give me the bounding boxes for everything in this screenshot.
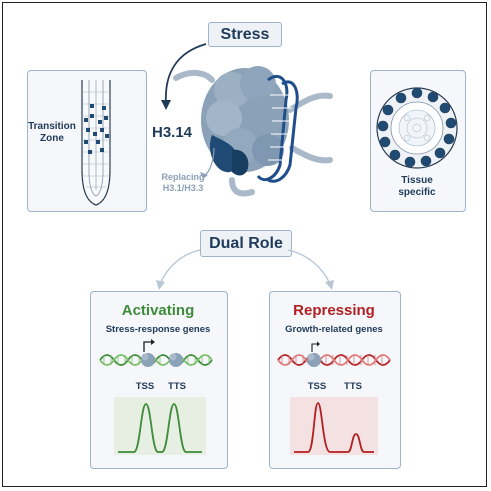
repressing-dna-strand-icon xyxy=(277,353,391,367)
signal-peak-icon xyxy=(118,403,202,453)
stress-label-box: Stress xyxy=(208,22,282,47)
diverging-arrows xyxy=(159,249,331,285)
activating-subtitle: Stress-response genes xyxy=(105,324,211,335)
activating-tss-label: TSS xyxy=(135,381,155,392)
repressing-title: Repressing xyxy=(293,302,375,319)
h3-14-label: H3.14 xyxy=(152,124,193,141)
tissue-cross-section-icon xyxy=(376,87,458,169)
repressing-signal-track xyxy=(290,397,378,455)
repressing-tts-label: TTS xyxy=(344,381,362,392)
activating-signal-track xyxy=(114,397,206,455)
replacing-label: Replacing H3.1/H3.3 xyxy=(161,172,205,193)
dna-strand-icon xyxy=(99,353,213,367)
activating-tts-label: TTS xyxy=(168,381,186,392)
stress-label: Stress xyxy=(220,25,270,43)
repressing-tss-flag-icon xyxy=(311,341,320,352)
transition-zone-label: Transition Zone xyxy=(28,121,76,144)
dual-role-label: Dual Role xyxy=(209,234,283,252)
curved-arrow-icon xyxy=(161,43,207,110)
repressing-signal-peak-icon xyxy=(294,402,374,453)
activating-title: Activating xyxy=(121,302,195,319)
repressing-subtitle: Growth-related genes xyxy=(285,324,383,335)
repressing-tss-label: TSS xyxy=(307,381,327,392)
tissue-specific-label: Tissue specific xyxy=(398,175,436,198)
tss-flag-icon xyxy=(143,339,155,352)
dual-role-label-box: Dual Role xyxy=(200,230,292,257)
root-tip-icon xyxy=(81,80,111,206)
nucleosome-icon xyxy=(173,66,333,197)
